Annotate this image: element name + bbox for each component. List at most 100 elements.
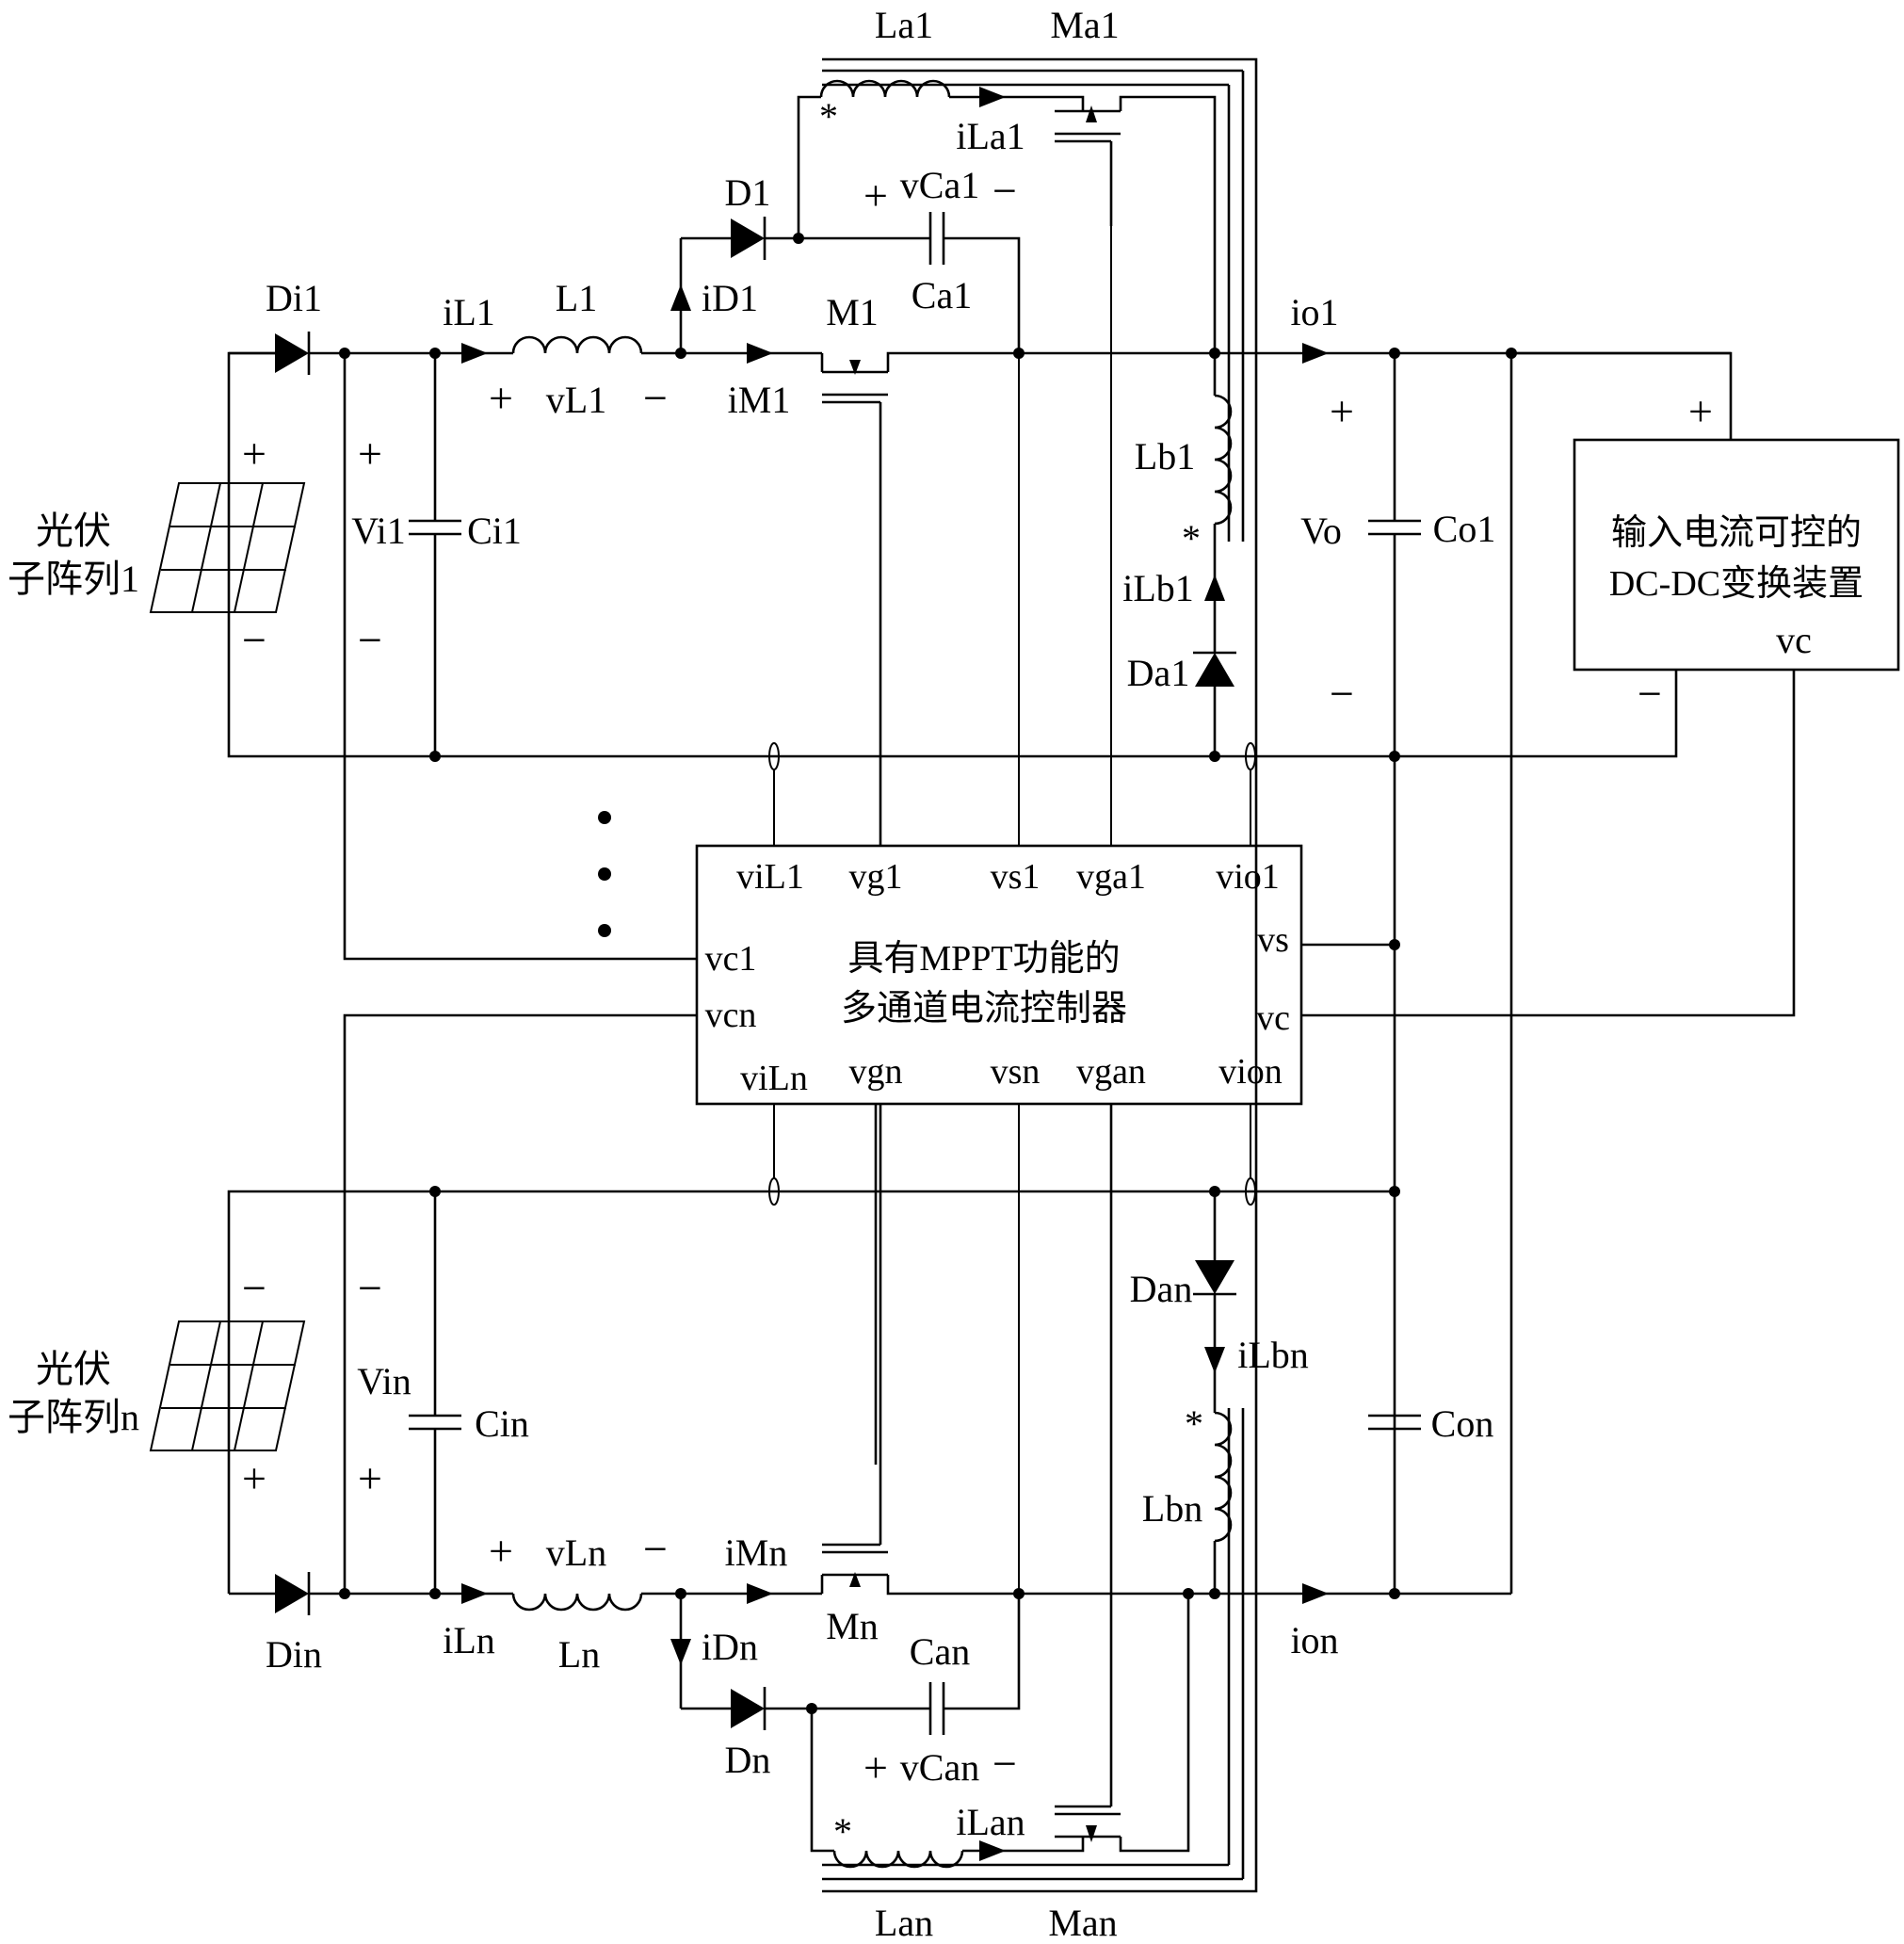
label-vln: vLn — [546, 1531, 606, 1574]
controller-title-line2: 多通道电流控制器 — [841, 989, 1127, 1029]
label-vin: Vin — [357, 1360, 411, 1402]
vo-plus: + — [1330, 387, 1354, 435]
label-ila1: iLa1 — [956, 115, 1025, 157]
pin-viln: viLn — [740, 1059, 808, 1098]
diode-din — [275, 1572, 309, 1615]
arrow-idn — [670, 1639, 691, 1665]
dcdc-converter: 输入电流可控的 DC-DC变换装置 vc — [1574, 440, 1898, 670]
label-can: Can — [910, 1630, 970, 1673]
pv-1-plus: + — [242, 429, 266, 478]
diode-da1 — [1193, 653, 1236, 687]
controller-title-line1: 具有MPPT功能的 — [847, 939, 1120, 979]
label-vl1: vL1 — [546, 379, 606, 421]
pv-panel-n — [151, 1321, 304, 1450]
pv-panel-1-label-line1: 光伏 — [36, 510, 111, 552]
vl1-plus: + — [489, 374, 513, 422]
arrow-imn — [747, 1583, 773, 1604]
vi1-plus: + — [358, 429, 382, 478]
label-im1: iM1 — [728, 379, 791, 421]
label-io1: io1 — [1290, 291, 1338, 333]
label-d1: D1 — [725, 171, 771, 214]
pin-vga1: vga1 — [1076, 857, 1146, 897]
vin-minus: − — [358, 1264, 382, 1312]
label-dan: Dan — [1130, 1268, 1193, 1310]
vcan-minus: − — [992, 1740, 1017, 1788]
mosfet-m1 — [822, 353, 926, 846]
label-mn: Mn — [826, 1605, 879, 1647]
label-ilan: iLan — [956, 1801, 1025, 1843]
arrow-ilb1 — [1204, 575, 1225, 601]
inductor-la1 — [821, 81, 949, 97]
label-co1: Co1 — [1433, 508, 1496, 550]
label-ca1: Ca1 — [912, 274, 972, 316]
arrow-io1 — [1302, 343, 1329, 364]
label-da1: Da1 — [1127, 652, 1190, 694]
arrow-ila1 — [979, 87, 1006, 107]
pin-vgn: vgn — [849, 1052, 903, 1092]
dcdc-plus: + — [1688, 387, 1713, 435]
vl1-minus: − — [643, 374, 668, 422]
pin-vg1: vg1 — [849, 857, 903, 897]
label-lb1: Lb1 — [1135, 435, 1195, 478]
pin-vgan: vgan — [1076, 1052, 1146, 1092]
arrow-im1 — [747, 343, 773, 364]
pin-vc: vc — [1256, 998, 1290, 1038]
inductor-ln — [513, 1594, 641, 1610]
arrow-ion — [1302, 1583, 1329, 1604]
channel-1-return-wire — [229, 353, 1676, 756]
inductor-l1 — [513, 337, 641, 353]
pin-vs: vs — [1257, 920, 1289, 960]
pin-vc1: vc1 — [705, 939, 757, 979]
label-iln: iLn — [443, 1619, 495, 1661]
label-id1: iD1 — [702, 277, 758, 319]
mosfet-ma1 — [1055, 97, 1215, 353]
label-ilb1: iLb1 — [1122, 567, 1194, 609]
arrow-ilbn — [1204, 1347, 1225, 1373]
label-cin: Cin — [475, 1402, 529, 1445]
label-man: Man — [1048, 1902, 1117, 1944]
label-lbn: Lbn — [1142, 1487, 1202, 1530]
dcdc-port-vc: vc — [1776, 619, 1812, 661]
pin-vion: vion — [1218, 1052, 1283, 1092]
label-imn: iMn — [725, 1531, 788, 1574]
lan-dot: * — [833, 1810, 852, 1853]
vi1-minus: − — [358, 616, 382, 664]
label-idn: iDn — [702, 1626, 758, 1668]
label-con: Con — [1431, 1402, 1494, 1445]
label-ilbn: iLbn — [1237, 1334, 1309, 1376]
dcdc-title-line2: DC-DC变换装置 — [1609, 564, 1864, 604]
dcdc-title-line1: 输入电流可控的 — [1611, 513, 1862, 553]
diode-di1 — [275, 332, 309, 375]
pin-vil1: viL1 — [736, 857, 804, 897]
label-vi1: Vi1 — [351, 510, 406, 552]
pin-vsn: vsn — [991, 1052, 1041, 1092]
label-lan: Lan — [875, 1902, 933, 1944]
channel-1: 光伏 子阵列1 + − Di1 iL1 + Vi1 − Ci1 — [8, 4, 1731, 1594]
lbn-dot: * — [1185, 1402, 1203, 1445]
pv-panel-1 — [151, 483, 304, 612]
label-dn: Dn — [725, 1739, 771, 1781]
vo-minus: − — [1330, 670, 1354, 718]
vca1-minus: − — [992, 167, 1017, 215]
label-di1: Di1 — [266, 277, 322, 319]
vin-plus: + — [358, 1454, 382, 1502]
arrow-ilan — [979, 1840, 1006, 1861]
pv-n-minus: − — [242, 1264, 266, 1312]
vcan-plus: + — [863, 1743, 888, 1791]
pv-n-plus: + — [242, 1454, 266, 1502]
pin-vio1: vio1 — [1216, 857, 1280, 897]
arrow-il1 — [461, 343, 488, 364]
label-ci1: Ci1 — [467, 510, 522, 552]
mosfet-mn — [822, 1104, 926, 1594]
label-l1: L1 — [556, 277, 597, 319]
dcdc-minus: − — [1638, 670, 1662, 718]
la1-dot: * — [819, 95, 838, 138]
pin-vs1: vs1 — [991, 857, 1041, 897]
label-vca1: vCa1 — [900, 164, 979, 206]
vca1-plus: + — [863, 171, 888, 219]
mppt-controller: viL1 vg1 vs1 vga1 vio1 vc1 vcn vs vc 具有M… — [697, 846, 1301, 1104]
label-din: Din — [266, 1633, 322, 1676]
arrow-iln — [461, 1583, 488, 1604]
vln-plus: + — [489, 1527, 513, 1575]
pin-vcn: vcn — [705, 996, 757, 1035]
